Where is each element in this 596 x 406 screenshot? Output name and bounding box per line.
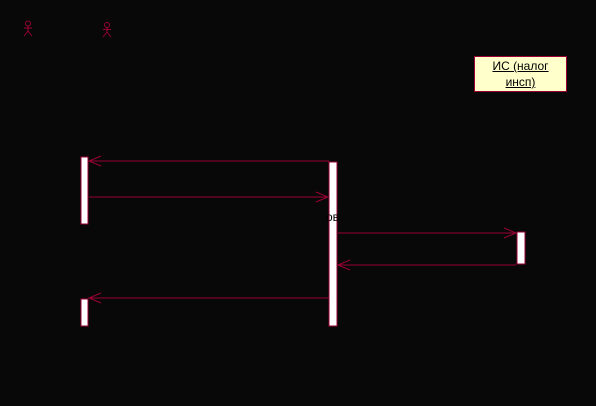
- activation-bar-actor-1-bottom: [80, 298, 89, 327]
- message-label-partial: ов: [326, 210, 340, 224]
- object-label-line-2: инсп): [505, 75, 536, 89]
- activation-bar-actor-1-top: [80, 156, 89, 225]
- object-is-nalog-insp: ИС (налог инсп): [474, 56, 567, 92]
- actor-1-icon: [23, 20, 33, 37]
- message-arrow-1: [87, 155, 329, 167]
- activation-bar-object: [516, 231, 526, 265]
- message-arrow-3: [338, 227, 518, 239]
- message-arrow-5: [87, 292, 329, 304]
- object-label-line-1: ИС (налог: [492, 59, 549, 73]
- activation-bar-middle: [328, 161, 338, 327]
- message-arrow-4: [336, 259, 516, 271]
- message-arrow-2: [89, 191, 330, 203]
- actor-2-icon: [102, 22, 112, 38]
